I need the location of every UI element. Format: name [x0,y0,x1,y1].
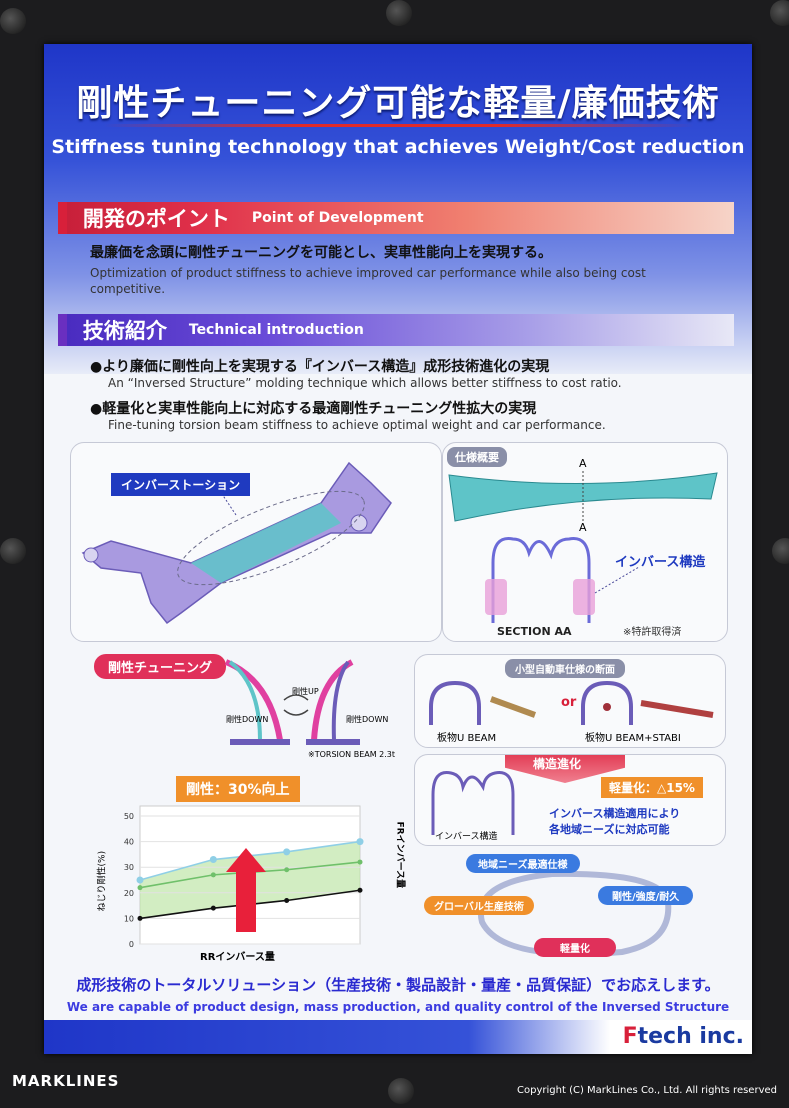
structure-evolution-panel: 構造進化 軽量化：△15% インバース構造 インバース構造適用により 各地域ニー… [414,754,726,846]
mount-bolt [388,1078,414,1104]
compact-car-title: 小型自動車仕様の断面 [505,659,625,678]
evolution-illustration [431,770,515,835]
footer-slogan-jp: 成形技術のトータルソリューション（生産技術・製品設計・量産・品質保証）でお応えし… [76,976,720,994]
evolution-text-2: 各地域ニーズに対応可能 [549,823,670,836]
mount-bolt [0,8,26,34]
label-a-bottom: A [579,521,587,534]
footer-slogan-en: We are capable of product design, mass p… [66,1000,730,1014]
development-text-en-1: Optimization of product stiffness to ach… [90,266,646,280]
section-heading-en: Point of Development [251,210,424,226]
poster-title-en: Stiffness tuning technology that achieve… [51,136,745,158]
label-a-top: A [579,457,587,470]
mount-bolt [386,0,412,26]
chart-fr-axis-label: FRインバース量 [394,821,405,889]
torsion-beam-note: ※TORSION BEAM 2.3t [308,750,396,759]
stiffness-increase-arrow [226,848,266,932]
or-label: or [561,695,577,710]
stiffness-tuning-tag: 剛性チューニング [94,654,227,679]
chart-y-tick-label: 20 [124,889,134,898]
spec-illustration [448,471,718,623]
inverse-structure-label: インバース構造 [615,555,706,570]
bullet-1-jp: ●より廉価に剛性向上を実現する『インバース構造』成形技術進化の実現 [90,359,550,375]
spec-overview-tag: 仕様概要 [447,447,507,467]
compact-beam-illustration [429,680,714,725]
evolution-arrow-label: 構造進化 [533,757,582,771]
development-text-jp: 最廉価を念頭に剛性チューニングを可能とし、実車性能向上を実現する。 [90,245,552,261]
tuning-cross-section-illustration [224,659,360,745]
bullet-2-en: Fine-tuning torsion beam stiffness to ac… [108,418,606,432]
section-heading-jp: 技術紹介 [82,319,167,343]
section-technical-introduction: 技術紹介 Technical introduction [58,314,734,346]
cycle-item-regional: 地域ニーズ最適仕様 [466,854,580,873]
chart-data-point [137,885,143,891]
chart-y-tick-label: 50 [124,812,134,821]
torsion-stiffness-chart: 50 40 30 20 10 0 [124,805,364,949]
copyright-watermark: Copyright (C) MarkLines Co., Ltd. All ri… [517,1085,777,1096]
footer-band [44,1020,752,1054]
torsion-beam-illustration [81,461,392,625]
stiffness-down-left-label: 剛性DOWN [226,715,269,724]
cycle-item-stiffness: 剛性/強度/耐久 [598,886,694,905]
inverse-shape-label: インバース構造 [435,832,498,842]
section-heading-en: Technical introduction [188,322,364,338]
chart-y-axis-label: ねじり剛性(%) [97,850,108,912]
u-beam-label: 板物U BEAM [437,733,497,744]
chart-y-tick-label: 30 [124,863,134,872]
title-underline [104,124,694,127]
section-heading-jp: 開発のポイント [82,207,230,231]
evolution-text-1: インバース構造適用により [549,807,681,820]
compact-car-panel: 小型自動車仕様の断面 or 板物U BEAM 板物U BEAM+STABI [414,654,726,748]
weight-reduction-badge: 軽量化：△15% [601,777,703,798]
stiffness-down-right-label: 剛性DOWN [346,715,389,724]
section-aa-label: SECTION AA [497,625,572,638]
chart-data-point [284,897,290,903]
stiffness-tuning-panel: 剛性チューニング 剛性UP 剛性DOWN 剛性DOWN ※TORSION BEA… [70,650,420,968]
stiffness-up-label: 剛性UP [292,687,319,696]
inverse-torsion-label: インバーストーション [111,473,251,496]
chart-y-tick-label: 40 [124,838,134,847]
chart-data-point [137,915,143,921]
ftech-logo: Ftech inc. [622,1024,744,1049]
chart-x-axis-label: RRインバース量 [200,952,275,963]
chart-y-tick-label: 0 [129,940,134,949]
torsion-beam-panel: インバーストーション [70,442,442,642]
section-point-of-development: 開発のポイント Point of Development [58,202,734,234]
mount-bolt [770,0,789,26]
stiffness-callout: 剛性：30%向上 [176,776,300,802]
chart-data-point [209,856,217,864]
bullet-1-en: An “Inversed Structure” molding techniqu… [108,376,622,390]
chart-y-tick-label: 10 [124,914,134,923]
chart-data-point [136,876,144,884]
section-marker [58,314,67,346]
poster-title-jp: 剛性チューニング可能な軽量/廉価技術 [76,83,720,124]
chart-data-point [357,887,363,893]
u-beam-stabi-label: 板物U BEAM+STABI [585,733,681,744]
cycle-item-global: グローバル生産技術 [424,896,534,915]
benefit-cycle-diagram: 地域ニーズ最適仕様 剛性/強度/耐久 軽量化 グローバル生産技術 [422,852,722,966]
poster: 剛性チューニング可能な軽量/廉価技術 Stiffness tuning tech… [44,44,752,1054]
chart-data-point [356,838,364,846]
cycle-item-weight: 軽量化 [534,938,616,957]
chart-data-point [357,859,363,865]
chart-data-point [283,848,291,856]
patent-note: ※特許取得済 [623,627,682,638]
development-text-en-2: competitive. [90,282,166,296]
chart-data-point [284,867,290,873]
spec-overview-panel: 仕様概要 A A インバース構造 SECTION AA ※特許取得済 [442,442,728,642]
marklines-watermark: MARKLINES [12,1072,120,1090]
mount-bolt [0,538,26,564]
chart-data-point [210,872,216,878]
section-marker [58,202,67,234]
mount-bolt [772,538,789,564]
chart-data-point [210,905,216,911]
bullet-2-jp: ●軽量化と実車性能向上に対応する最適剛性チューニング性拡大の実現 [90,401,537,417]
